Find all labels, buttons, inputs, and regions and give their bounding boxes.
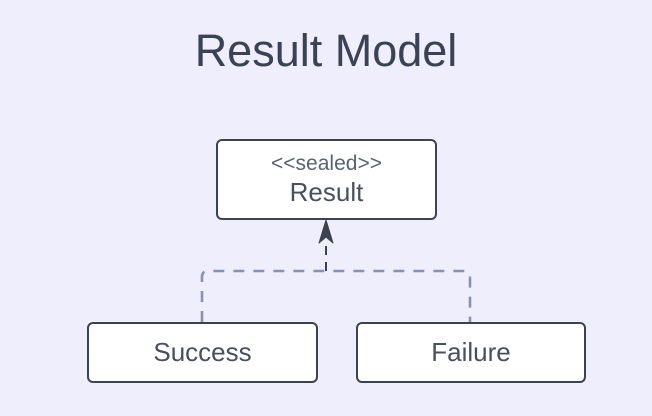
class-node-failure[interactable]: Failure — [356, 322, 586, 383]
class-stereotype: <<sealed>> — [271, 152, 382, 175]
class-node-success[interactable]: Success — [87, 322, 318, 383]
class-name-label: Result — [289, 177, 364, 207]
class-name-label: Failure — [431, 337, 511, 367]
class-node-result[interactable]: <<sealed>> Result — [216, 139, 437, 220]
generalization-dashed-path — [200, 269, 472, 322]
page-title: Result Model — [194, 25, 458, 76]
class-name-label: Success — [153, 337, 252, 367]
generalization-arrowhead-icon — [318, 219, 334, 244]
